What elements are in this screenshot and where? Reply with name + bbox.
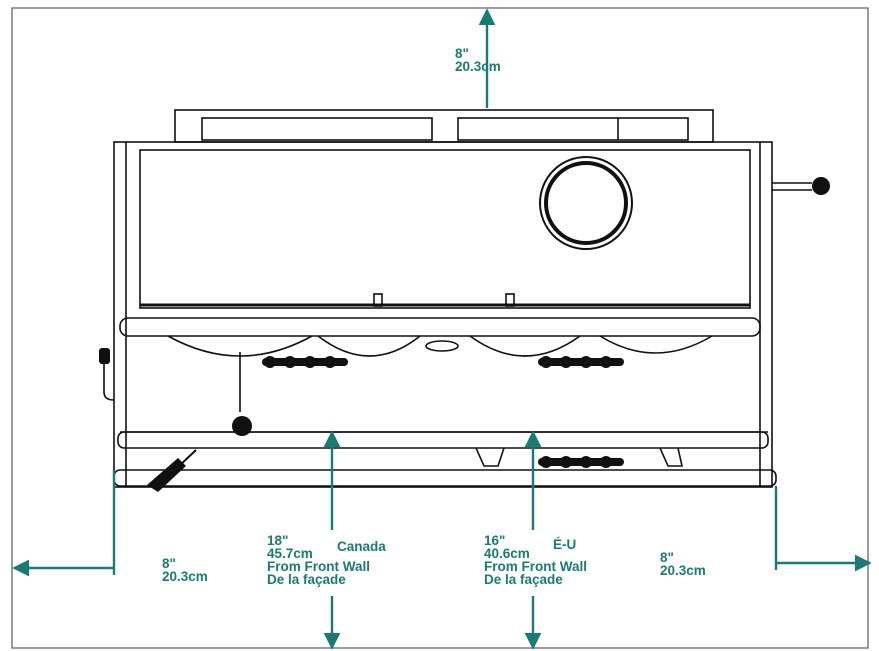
left-clearance-cm: 20.3cm bbox=[162, 569, 208, 584]
fireplace-top-view bbox=[103, 109, 812, 488]
dimension-lines bbox=[12, 8, 872, 650]
burner-chain-left bbox=[262, 356, 348, 368]
us-facade-text: De la façade bbox=[484, 572, 563, 587]
fireplace-hardware bbox=[99, 177, 830, 492]
top-clearance-cm: 20.3cm bbox=[455, 59, 501, 74]
us-clearance-inches: 16" bbox=[484, 533, 506, 548]
canada-front-wall-text: From Front Wall bbox=[267, 559, 370, 574]
canada-region-label: Canada bbox=[337, 539, 386, 554]
us-clearance-label: 16" 40.6cm From Front Wall De la façade bbox=[484, 533, 587, 587]
canada-clearance-cm: 45.7cm bbox=[267, 546, 313, 561]
burner-chain-right bbox=[538, 356, 624, 368]
right-clearance-cm: 20.3cm bbox=[660, 563, 706, 578]
right-clearance-inches: 8" bbox=[660, 550, 674, 565]
canada-clearance-inches: 18" bbox=[267, 533, 289, 548]
canada-clearance-label: 18" 45.7cm From Front Wall De la façade bbox=[267, 533, 370, 587]
right-clearance-label: 8" 20.3cm bbox=[660, 550, 706, 578]
left-clearance-inches: 8" bbox=[162, 556, 176, 571]
us-region-label: É-U bbox=[553, 537, 577, 552]
diagram-border bbox=[11, 7, 869, 649]
us-clearance-cm: 40.6cm bbox=[484, 546, 530, 561]
burner-chain-bottom bbox=[538, 456, 624, 468]
us-front-wall-text: From Front Wall bbox=[484, 559, 587, 574]
left-clearance-label: 8" 20.3cm bbox=[162, 556, 208, 584]
top-clearance-inches: 8" bbox=[455, 46, 469, 61]
top-clearance-label: 8" 20.3cm bbox=[455, 46, 501, 74]
canada-facade-text: De la façade bbox=[267, 572, 346, 587]
